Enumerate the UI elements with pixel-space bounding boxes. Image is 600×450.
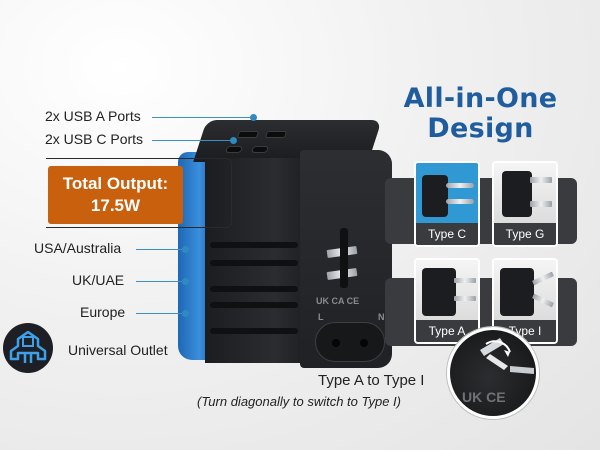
socket-hole [360, 339, 368, 347]
type-a-pin [454, 296, 476, 301]
zoom-detail-svg: UK CE [462, 338, 534, 405]
usb-a-label: 2x USB A Ports [45, 108, 141, 124]
type-i-plug-image [494, 260, 556, 320]
switch-note: (Turn diagonally to switch to Type I) [197, 394, 401, 409]
type-c-pin [446, 183, 474, 188]
type-c-plug-body [422, 175, 448, 217]
type-a-label: Type A [416, 320, 478, 342]
output-value: 17.5W [90, 196, 141, 215]
uk-uae-leader [136, 281, 184, 282]
plug-card-type-g: Type G [492, 161, 558, 247]
plug-rail [210, 286, 298, 292]
usb-a-port [264, 131, 288, 138]
type-a-pin [454, 278, 476, 283]
usa-australia-label: USA/Australia [34, 240, 122, 256]
usb-c-dot [230, 137, 237, 144]
type-i-pin [531, 293, 555, 308]
certification-marks: UK CA CE [316, 296, 360, 306]
plug-rail [210, 242, 298, 248]
type-g-plug-body [502, 171, 532, 217]
plug-card-type-i: Type I [492, 258, 558, 344]
type-g-label: Type G [494, 223, 556, 245]
total-output-badge: Total Output: 17.5W [48, 166, 183, 224]
outlet-n-mark: N [378, 312, 385, 322]
type-a-plug-body [422, 268, 456, 316]
output-title: Total Output: [62, 174, 169, 193]
headline-line2: Design [427, 113, 534, 144]
usa-australia-leader [136, 249, 184, 250]
output-frame [46, 158, 232, 228]
type-c-plug-image [416, 163, 478, 223]
europe-label: Europe [80, 304, 126, 320]
universal-socket [315, 322, 385, 362]
socket-hole [332, 339, 340, 347]
usb-c-label: 2x USB C Ports [45, 131, 144, 147]
plug-rail [210, 260, 298, 266]
svg-text:UK CE: UK CE [462, 389, 506, 405]
type-c-pin [446, 199, 474, 204]
switch-caption: Type A to Type I [318, 372, 425, 389]
type-a-plug-image [416, 260, 478, 320]
plug-rail [210, 328, 298, 334]
uk-uae-label: UK/UAE [72, 272, 125, 288]
prong-slot [340, 228, 348, 288]
usb-a-dot [250, 114, 257, 121]
universal-outlet-icon [3, 323, 53, 373]
uk-uae-dot [182, 278, 189, 285]
type-g-pin [530, 201, 552, 207]
plug-card-type-a: Type A [414, 258, 480, 344]
universal-outlet-label: Universal Outlet [68, 342, 168, 358]
usb-a-port [236, 131, 260, 138]
usa-australia-dot [182, 246, 189, 253]
type-g-plug-image [494, 163, 556, 223]
europe-leader [136, 313, 184, 314]
type-i-pin [531, 271, 555, 286]
type-g-pin [530, 177, 552, 183]
zoom-type-i-switch: UK CE [447, 327, 539, 419]
type-i-plug-body [500, 268, 534, 316]
plug-rail [210, 302, 298, 308]
plug-card-type-c: Type C [414, 161, 480, 247]
europe-dot [182, 310, 189, 317]
outlet-l-mark: L [318, 312, 324, 322]
usb-a-leader [152, 117, 252, 118]
usb-c-leader [152, 140, 232, 141]
universal-outlet-icon-svg [9, 330, 47, 363]
headline-line1: All-in-One [403, 83, 558, 114]
type-c-label: Type C [416, 223, 478, 245]
